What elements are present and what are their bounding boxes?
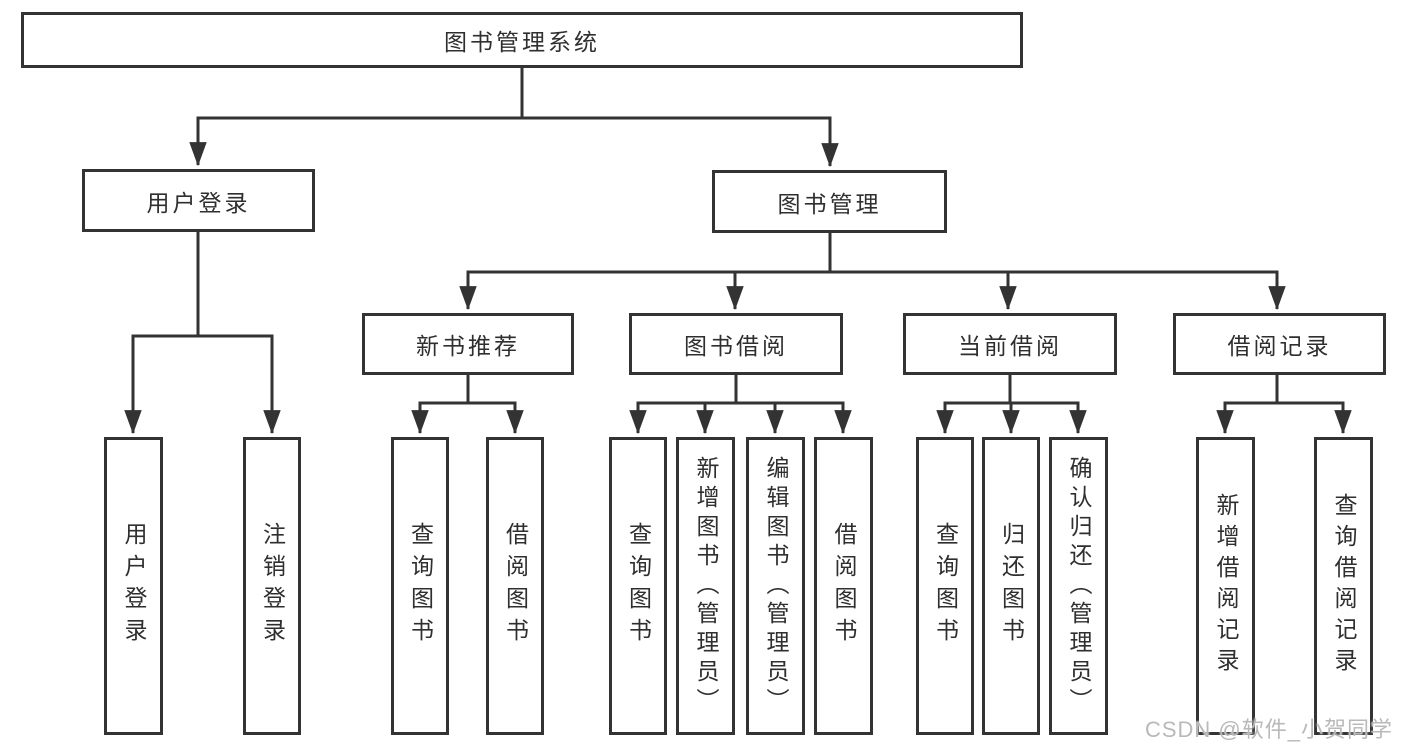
leaf-label: 查询图书 — [407, 522, 434, 650]
leaf-borrow-books-borrow: 借阅图书 — [814, 437, 873, 735]
leaf-logout: 注销登录 — [243, 437, 301, 735]
leaf-confirm-return-admin: 确认归还（管理员） — [1049, 437, 1108, 735]
leaf-label: 借阅图书 — [502, 522, 529, 650]
leaf-user-login: 用户登录 — [104, 437, 163, 735]
leaf-query-books-recommend: 查询图书 — [391, 437, 449, 735]
leaf-borrow-books-recommend: 借阅图书 — [486, 437, 544, 735]
leaf-label: 用户登录 — [121, 522, 147, 650]
leaf-label: 确认归还（管理员） — [1066, 455, 1092, 717]
leaf-label: 查询借阅记录 — [1331, 493, 1357, 679]
leaf-add-borrow-record: 新增借阅记录 — [1196, 437, 1255, 735]
node-root: 图书管理系统 — [21, 12, 1023, 68]
leaf-label: 查询图书 — [932, 522, 959, 650]
node-borrow-records: 借阅记录 — [1173, 313, 1386, 375]
leaf-label: 注销登录 — [259, 522, 286, 650]
leaf-query-borrow-record: 查询借阅记录 — [1314, 437, 1373, 735]
leaf-edit-book-admin: 编辑图书（管理员） — [746, 437, 805, 735]
node-book-management: 图书管理 — [712, 170, 947, 233]
node-new-book-recommend: 新书推荐 — [362, 313, 574, 375]
leaf-label: 查询图书 — [625, 522, 652, 650]
leaf-return-book: 归还图书 — [982, 437, 1040, 735]
leaf-query-books-current: 查询图书 — [916, 437, 974, 735]
node-book-borrow: 图书借阅 — [629, 313, 843, 375]
leaf-add-book-admin: 新增图书（管理员） — [676, 437, 735, 735]
leaf-label: 借阅图书 — [831, 522, 857, 650]
watermark-text: CSDN @软件_小贺同学 — [1144, 717, 1393, 742]
leaf-label: 归还图书 — [998, 522, 1025, 650]
leaf-label: 编辑图书（管理员） — [763, 455, 789, 717]
leaf-label: 新增图书（管理员） — [693, 455, 719, 717]
leaf-label: 新增借阅记录 — [1213, 493, 1239, 679]
node-user-login: 用户登录 — [82, 169, 315, 232]
node-current-borrow: 当前借阅 — [903, 313, 1117, 375]
leaf-query-books-borrow: 查询图书 — [609, 437, 667, 735]
